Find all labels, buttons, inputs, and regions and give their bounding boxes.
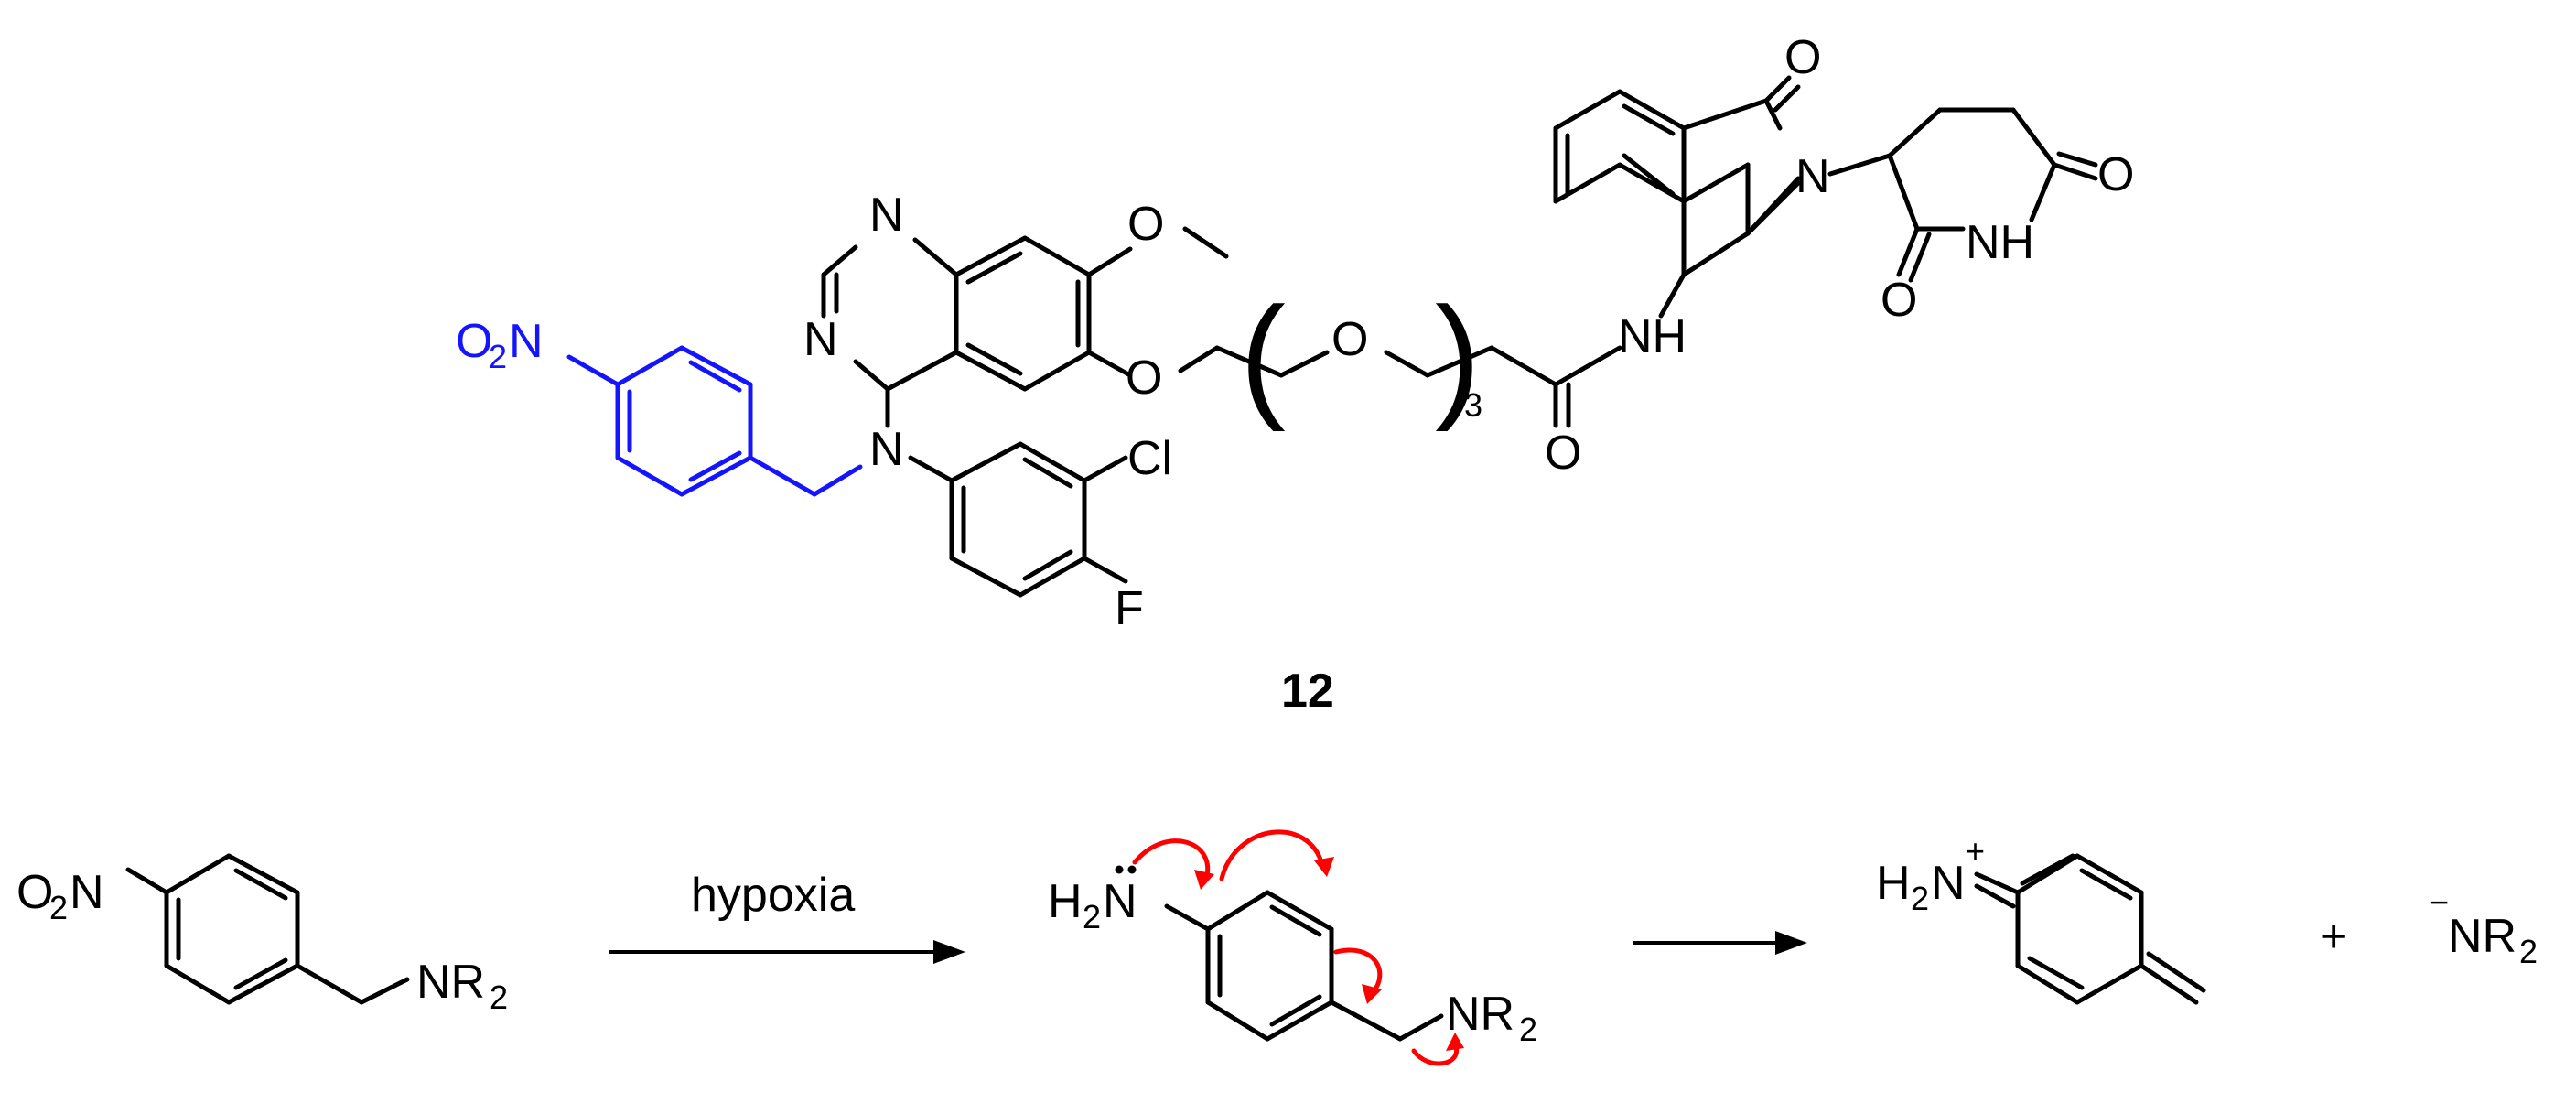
methoxy-O-label: O — [1127, 198, 1164, 251]
reaction-arrow-2 — [1633, 931, 1807, 955]
product-H-label: H — [1876, 857, 1911, 910]
arrowhead — [1362, 984, 1382, 1004]
lactam-O-label: O — [1784, 31, 1821, 84]
leaving-group: − NR 2 — [2430, 883, 2538, 970]
intermediate-H-label: H — [1048, 875, 1083, 928]
product-charge-label: + — [1966, 832, 1985, 870]
imide-NH-label: NH — [1966, 216, 2034, 269]
fluoro-label: F — [1115, 582, 1144, 635]
product-sub-label: 2 — [1911, 880, 1929, 917]
product: H 2 N + — [1876, 832, 2206, 1005]
reactant-amine-sub: 2 — [490, 979, 508, 1016]
lone-pair-dot — [1115, 865, 1124, 874]
imide-O1-label: O — [2097, 148, 2134, 201]
reaction-arrow-1: hypoxia — [609, 869, 965, 964]
intermediate-sub-label: 2 — [1083, 898, 1101, 935]
intermediate-amine-label: NR — [1446, 988, 1514, 1041]
chloro-label: Cl — [1127, 432, 1172, 485]
nitro-sub-label: 2 — [489, 338, 507, 375]
intermediate: H 2 N NR 2 — [1048, 829, 1537, 1066]
amide-NH-label: NH — [1618, 310, 1687, 363]
nitro-N-label: N — [509, 315, 544, 368]
plus-sign: + — [2320, 910, 2347, 963]
quin-N3-label: N — [803, 313, 838, 366]
quin-N1-label: N — [869, 189, 904, 242]
arrowhead — [1314, 857, 1334, 877]
core-bonds — [821, 75, 2098, 598]
imide-O2-label: O — [1881, 274, 1917, 327]
reactant-amine-label: NR — [416, 956, 485, 1009]
arrowhead — [1194, 870, 1214, 890]
reactant-sub-label: 2 — [49, 889, 68, 926]
peg-close-paren: ) — [1435, 278, 1481, 432]
intermediate-N-label: N — [1103, 875, 1137, 928]
intermediate-amine-sub: 2 — [1519, 1011, 1537, 1048]
hypoxia-label: hypoxia — [691, 869, 855, 922]
amine-N-label: N — [869, 423, 904, 476]
leaving-group-label: NR — [2448, 910, 2517, 963]
lone-pair-dot — [1127, 865, 1137, 874]
reactant: O 2 N NR 2 — [16, 853, 508, 1016]
nitro-O-label: O — [456, 315, 492, 368]
reactant-N-label: N — [70, 866, 104, 919]
electron-arrows — [1132, 829, 1460, 1066]
peg-O-label: O — [1331, 313, 1368, 366]
compound-12: O 2 N — [456, 31, 2134, 718]
ether-O-label: O — [1126, 351, 1162, 405]
peg-repeat-label: 3 — [1464, 386, 1482, 424]
mechanism-scheme: O 2 N NR 2 hypoxia — [16, 829, 2538, 1066]
peg-open-paren: ( — [1240, 278, 1286, 432]
arrowhead — [1446, 1033, 1464, 1051]
amide-O-label: O — [1545, 427, 1581, 480]
leaving-charge-label: − — [2430, 883, 2449, 921]
reactant-O-label: O — [16, 866, 53, 919]
isoindolinone-N-label: N — [1795, 150, 1830, 203]
leaving-group-sub: 2 — [2519, 933, 2538, 970]
nitrobenzyl-bonds — [566, 345, 863, 497]
product-N-label: N — [1931, 857, 1966, 910]
compound-number: 12 — [1281, 665, 1334, 718]
